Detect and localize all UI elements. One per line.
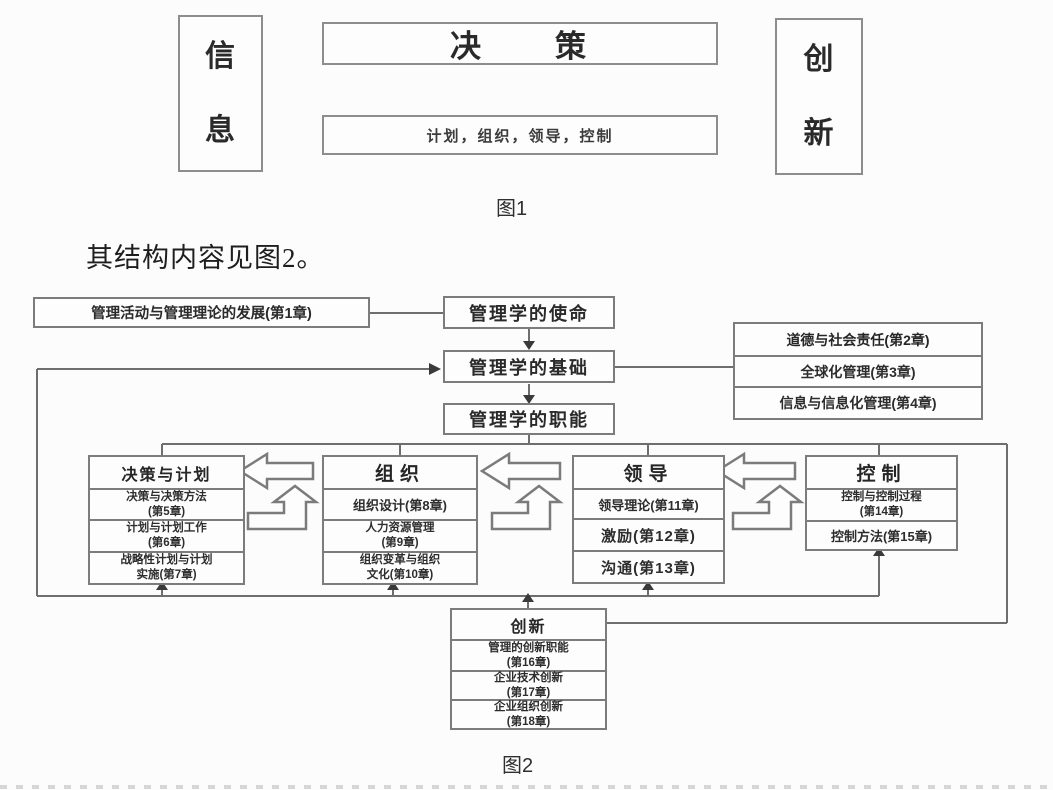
fig2-functions-box: 管理学的职能 — [443, 403, 615, 435]
column-item-ch7: 战略性计划与计划 实施(第7章) — [90, 551, 243, 583]
intro-text: 其结构内容见图2。 — [86, 243, 325, 273]
column-header: 决策与计划 — [121, 466, 212, 484]
fig2-column-leading: 领导 领导理论(第11章) 激励(第12章) 沟通(第13章) — [572, 455, 725, 584]
column-item-ch9: 人力资源管理 (第9章) — [324, 519, 476, 551]
column-header: 控制 — [856, 464, 907, 485]
column-header: 领导 — [623, 464, 674, 485]
fig2-column-innovation: 创新 管理的创新职能 (第16章) 企业技术创新 (第17章) 企业组织创新 (… — [450, 608, 607, 730]
fig1-functions-box: 计划，组织，领导，控制 — [322, 115, 718, 155]
column-item-ch8: 组织设计(第8章) — [324, 488, 476, 519]
column-item-ch15: 控制方法(第15章) — [807, 520, 956, 549]
env-row-ch2: 道德与社会责任(第2章) — [786, 331, 930, 348]
fig2-column-decision-planning: 决策与计划 决策与决策方法 (第5章) 计划与计划工作 (第6章) 战略性计划与… — [88, 455, 245, 585]
fig1-decision-box: 决 策 — [322, 22, 718, 65]
column-item-ch10: 组织变革与组织 文化(第10章) — [324, 551, 476, 583]
column-item-ch11: 领导理论(第11章) — [574, 488, 723, 518]
fig2-environment-group: 道德与社会责任(第2章) 全球化管理(第3章) 信息与信息化管理(第4章) — [733, 322, 983, 420]
fig2-mission-box: 管理学的使命 — [443, 296, 615, 329]
column-item-ch13: 沟通(第13章) — [574, 550, 723, 582]
fig2-foundation-box: 管理学的基础 — [443, 350, 615, 383]
fig2-caption: 图2 — [502, 755, 534, 777]
fig2-column-controlling: 控制 控制与控制过程 (第14章) 控制方法(第15章) — [805, 455, 958, 551]
column-item-ch14: 控制与控制过程 (第14章) — [807, 488, 956, 520]
fig2-column-organizing: 组织 组织设计(第8章) 人力资源管理 (第9章) 组织变革与组织 文化(第10… — [322, 455, 478, 585]
column-item-ch18: 企业组织创新 (第18章) — [452, 699, 605, 728]
env-row-ch4: 信息与信息化管理(第4章) — [735, 386, 981, 418]
column-header: 创新 — [510, 618, 547, 636]
env-row-ch3: 全球化管理(第3章) — [735, 355, 981, 386]
column-item-ch16: 管理的创新职能 (第16章) — [452, 639, 605, 670]
fig1-caption: 图1 — [496, 198, 528, 220]
fig2-chapter1-box: 管理活动与管理理论的发展(第1章) — [33, 297, 370, 328]
column-item-ch5: 决策与决策方法 (第5章) — [90, 488, 243, 519]
column-item-ch6: 计划与计划工作 (第6章) — [90, 519, 243, 551]
cropped-text-remnant — [0, 785, 1053, 789]
fig1-info-box: 信 息 — [178, 15, 263, 172]
column-item-ch17: 企业技术创新 (第17章) — [452, 670, 605, 699]
column-header: 组织 — [374, 464, 425, 485]
hollow-block-arrows — [237, 451, 805, 531]
fig1-innovation-box: 创 新 — [775, 18, 863, 175]
column-item-ch12: 激励(第12章) — [574, 518, 723, 550]
solid-arrowheads — [156, 341, 885, 602]
